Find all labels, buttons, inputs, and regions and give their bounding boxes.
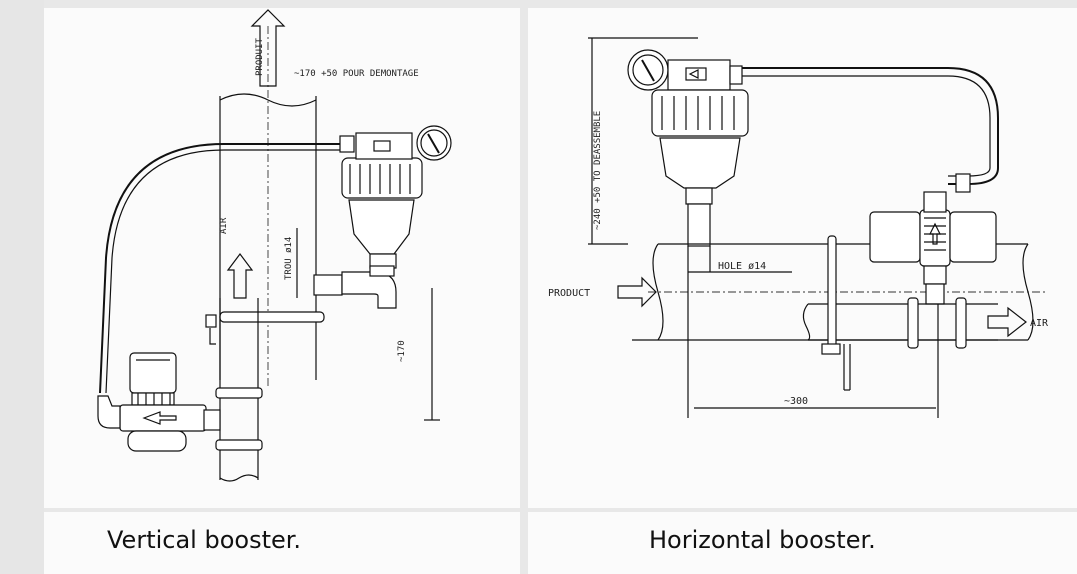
dimension-170-label: ~170 [397,340,407,362]
produit-label: PRODUIT [255,37,265,76]
air-pipe [215,298,263,482]
demontage-label: ~170 +50 POUR DEMONTAGE [294,69,419,79]
vertical-main-pipe [219,26,317,388]
outlet-elbow [313,265,397,309]
hole-dimension [687,246,792,418]
hose-connector-top [339,135,355,153]
support-rods [821,235,851,391]
air-label-vertical: AIR [219,217,229,234]
product-arrow [250,9,286,87]
left-margin-strip [0,0,44,574]
booster-body [869,191,997,305]
caption-vertical-booster: Vertical booster. [44,512,520,574]
hose-connector-right [955,173,971,193]
vertical-booster-panel: PRODUIT ~170 +50 POUR DEMONTAGE [44,8,520,508]
caption-horizontal-booster: Horizontal booster. [528,512,1077,574]
filter-housing [341,132,423,269]
horizontal-booster-panel: ~240 +50 TO DEASSEMBLE [528,8,1077,508]
product-arrow [617,276,657,308]
dimension-240 [588,37,698,245]
filter-housing [651,59,749,247]
dimension-300 [694,304,939,418]
hose [99,143,340,394]
air-label-horizontal: AIR [1030,318,1049,329]
deassemble-label: ~240 +50 TO DEASSEMBLE [593,111,603,230]
air-arrow [226,253,254,299]
air-pipe [802,297,998,349]
vertical-booster-drawing: PRODUIT ~170 +50 POUR DEMONTAGE [97,9,452,482]
product-label: PRODUCT [548,288,590,299]
horizontal-booster-drawing: ~240 +50 TO DEASSEMBLE [548,37,1049,418]
hose [742,67,999,185]
pressure-gauge-icon [416,125,452,161]
pressure-gauge-icon [627,49,669,91]
mounting-bracket [205,311,325,345]
dimension-170 [424,288,440,421]
booster-body [97,352,221,452]
dimension-300-label: ~300 [784,396,808,407]
caption-horizontal-text: Horizontal booster. [649,526,876,554]
air-arrow [987,306,1027,338]
trou-label: TROU ø14 [284,237,294,280]
hole-label: HOLE ø14 [718,261,766,272]
caption-vertical-text: Vertical booster. [107,526,302,554]
